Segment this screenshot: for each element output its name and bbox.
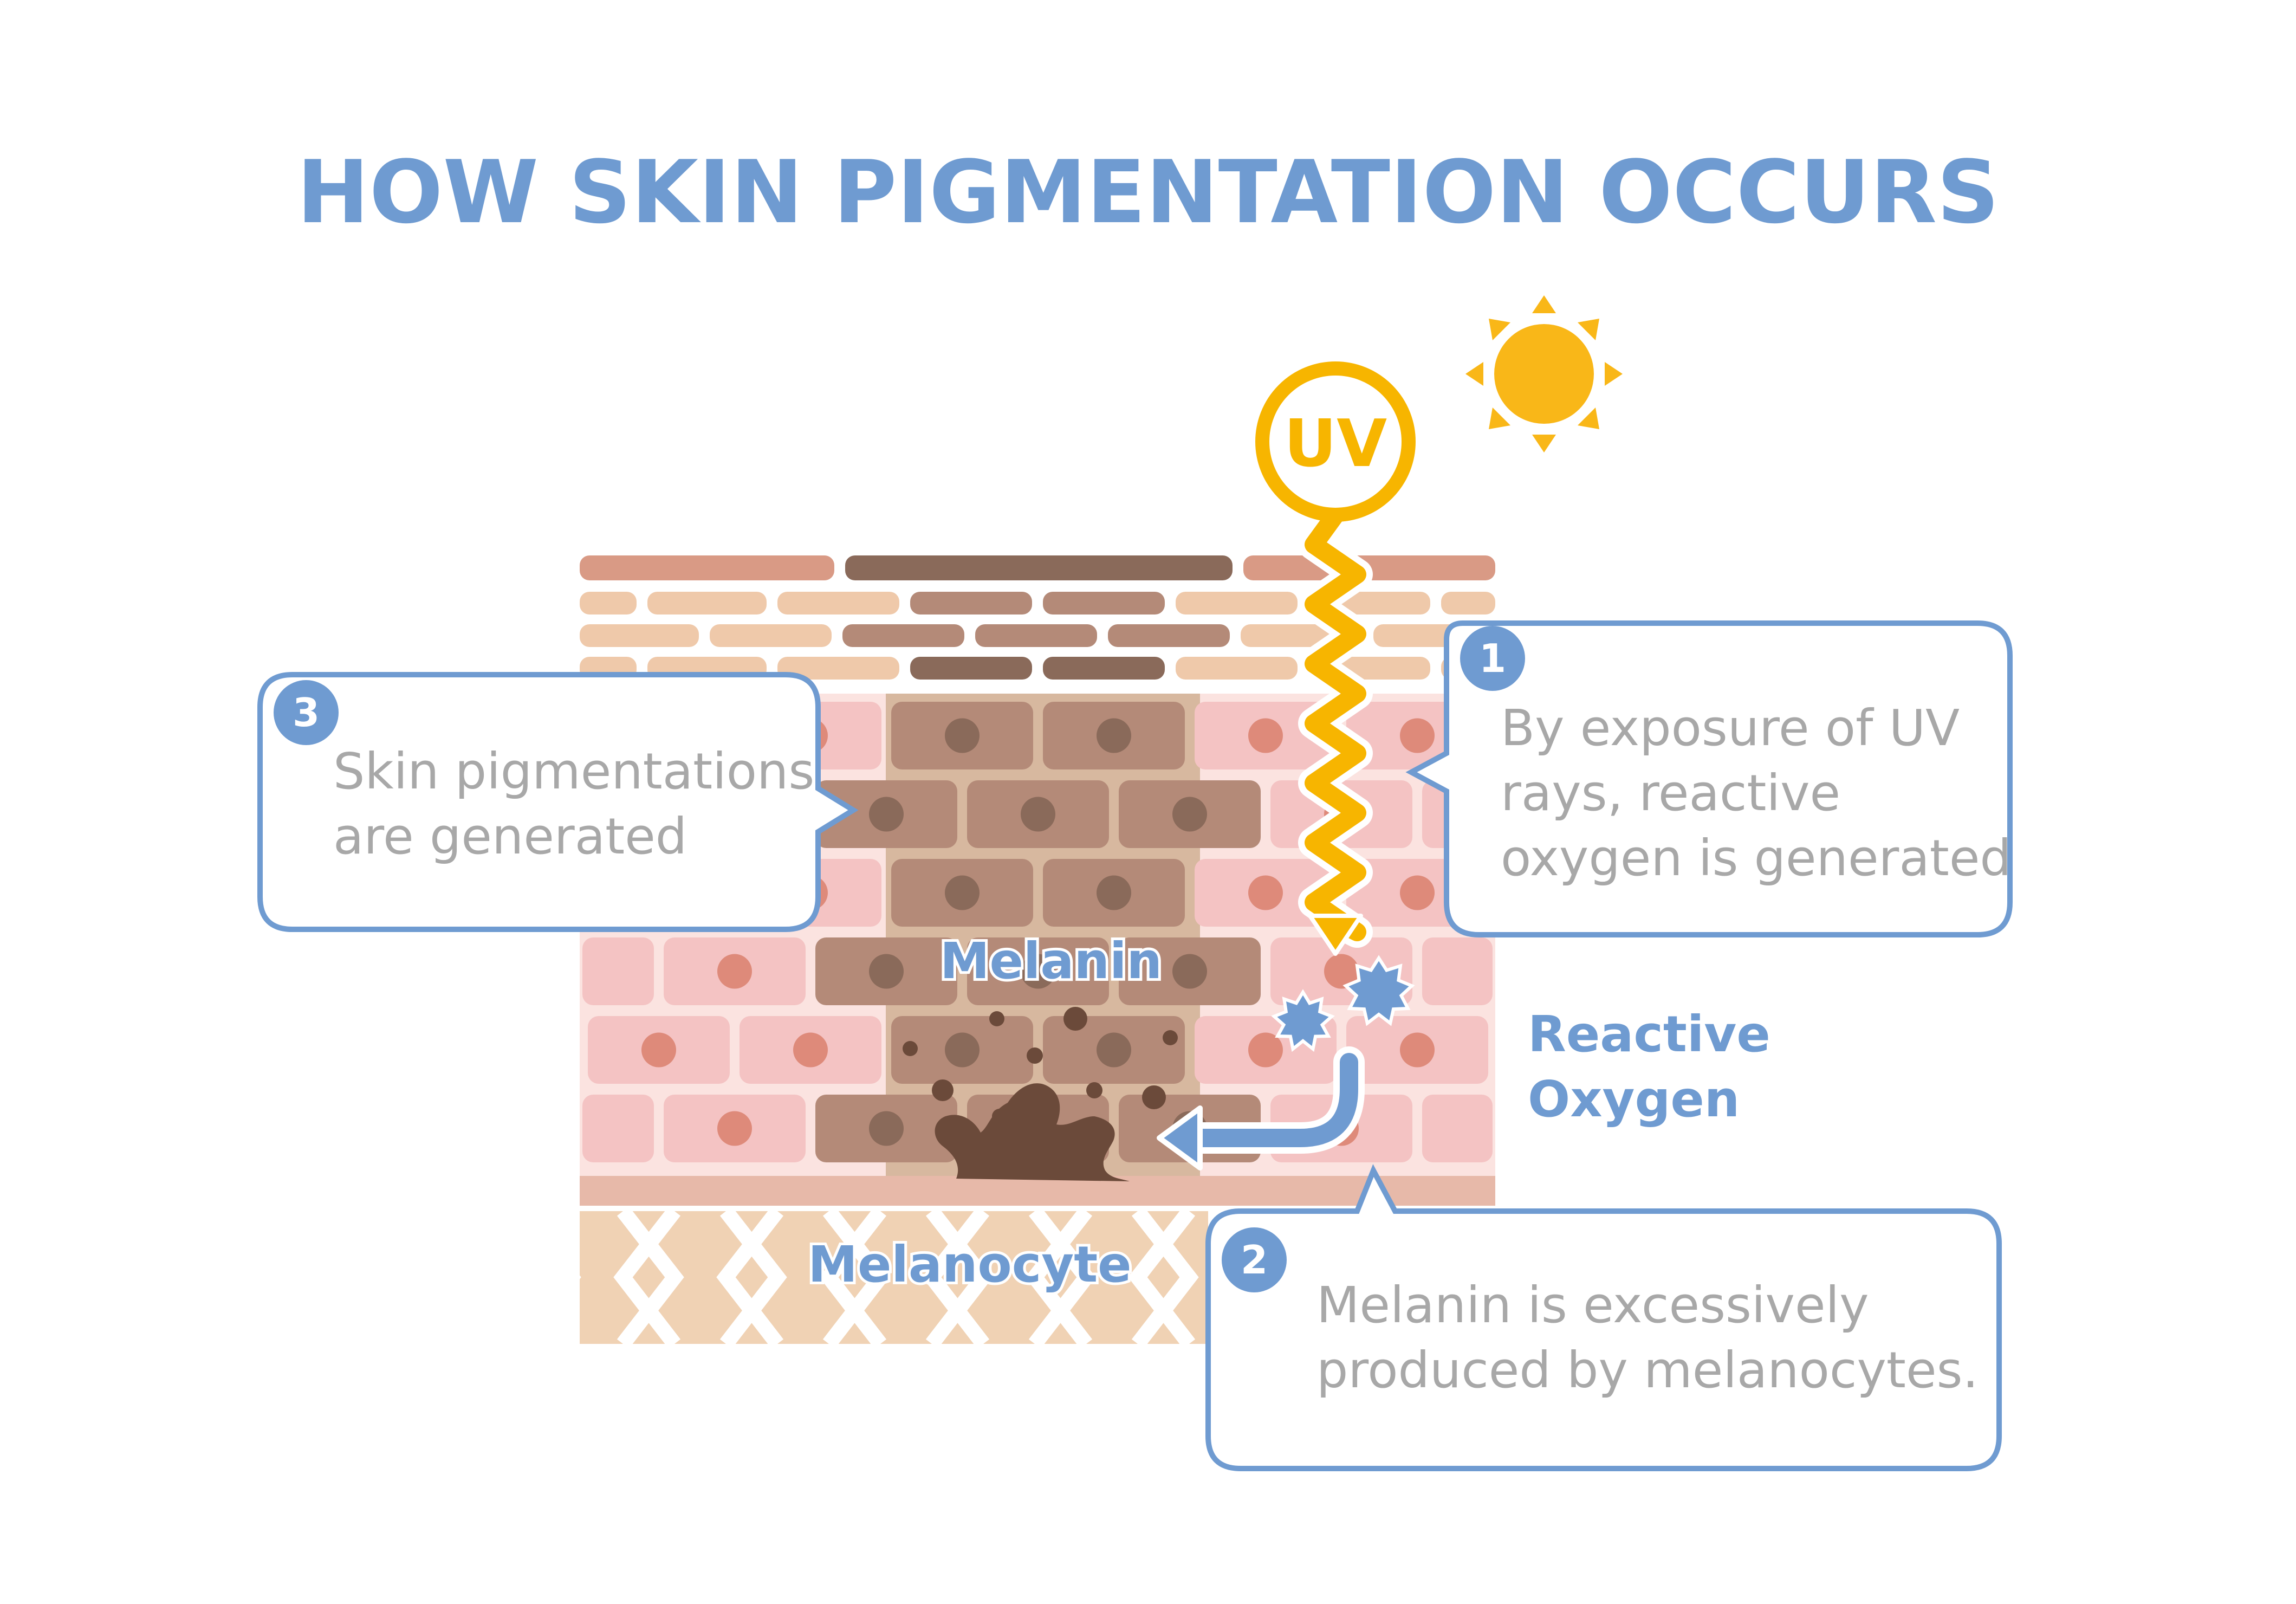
cell-nucleus [1172, 954, 1207, 989]
step-1-text-line2: rays, reactive [1501, 764, 1840, 822]
cell-nucleus [869, 797, 904, 832]
cell-nucleus [1172, 797, 1207, 832]
reactive-oxygen-label-line1: Reactive [1528, 1005, 1770, 1063]
step-1-number: 1 [1479, 636, 1506, 681]
page-title: HOW SKIN PIGMENTATION OCCURS [297, 141, 2000, 243]
step-3-number: 3 [293, 690, 320, 735]
cell-nucleus [1324, 954, 1359, 989]
lattice-line [719, 1211, 787, 1344]
step-2-text-line2: produced by melanocytes. [1316, 1341, 1979, 1399]
uv-badge: UV [1255, 361, 1416, 522]
cell-nucleus [945, 1032, 980, 1068]
step-1-text-line1: By exposure of UV [1501, 699, 1960, 757]
dermis-layer [520, 1176, 1495, 1344]
corneum-brick [580, 555, 834, 580]
cell-nucleus [1400, 1032, 1435, 1068]
cell-nucleus [1400, 718, 1435, 753]
corneum-brick [845, 555, 1233, 580]
cell-nucleus [1097, 1032, 1131, 1068]
skin-cell [1422, 1095, 1493, 1162]
cell-nucleus [1248, 1032, 1283, 1068]
skin-cell [582, 1095, 654, 1162]
skin-cell [582, 937, 654, 1005]
melanocyte-cell [935, 1083, 1130, 1181]
stratum-corneum [580, 555, 1495, 680]
cell-nucleus [1021, 954, 1055, 989]
cell-nucleus [717, 1111, 752, 1146]
lattice-line [822, 1211, 890, 1344]
cell-nucleus [1097, 718, 1131, 753]
lattice-line [1128, 1211, 1196, 1344]
corneum-brick [842, 624, 964, 647]
lattice-line [1131, 1211, 1199, 1344]
step-1-text-line3: oxygen is generated [1501, 829, 2012, 887]
cell-nucleus [641, 1032, 676, 1068]
cell-nucleus [869, 1111, 904, 1146]
corneum-brick [975, 624, 1097, 647]
cell-nucleus [1248, 718, 1283, 753]
uv-ray [1298, 499, 1373, 956]
corneum-brick [1043, 592, 1165, 615]
lattice-line [819, 1211, 887, 1344]
cell-nucleus [869, 954, 904, 989]
corneum-brick [910, 592, 1032, 615]
cell-nucleus [717, 954, 752, 989]
sun-icon [1465, 295, 1623, 452]
lattice-line [617, 1211, 684, 1344]
lattice-line [925, 1211, 993, 1344]
step-2-badge [1222, 1227, 1287, 1292]
corneum-brick [710, 624, 832, 647]
skin-cell [1422, 937, 1493, 1005]
cell-nucleus [793, 1032, 828, 1068]
step-3-text-line2: are generated [333, 807, 687, 865]
cell-nucleus [1097, 875, 1131, 910]
lattice-line [716, 1211, 784, 1344]
lattice-line [922, 1211, 990, 1344]
corneum-brick [580, 592, 637, 615]
reactive-oxygen-molecules [1271, 955, 1415, 1052]
lattice-line [1025, 1211, 1093, 1344]
corneum-brick [777, 657, 899, 680]
cell-nucleus [945, 718, 980, 753]
cell-nucleus [1248, 875, 1283, 910]
step-2-text-line1: Melanin is excessively [1316, 1276, 1869, 1334]
lattice-line [613, 1211, 681, 1344]
lattice-line [520, 1211, 572, 1344]
lattice-line [580, 1275, 581, 1279]
lattice-line [1028, 1211, 1096, 1344]
callout-step-3: 3 Skin pigmentations are generated [257, 672, 859, 932]
corneum-brick [910, 657, 1032, 680]
melanin-granules [903, 1007, 1178, 1124]
callout-step-1: 1 By exposure of UV rays, reactive oxyge… [1405, 620, 2013, 937]
reactive-oxygen-label-line2: Oxygen [1528, 1070, 1740, 1128]
corneum-brick [1176, 657, 1298, 680]
corneum-brick [1441, 592, 1495, 615]
callout-step-2: 2 Melanin is excessively produced by mel… [1205, 1164, 2002, 1471]
step-3-text-line1: Skin pigmentations [333, 742, 814, 800]
cell-nucleus [1021, 797, 1055, 832]
step-2-number: 2 [1241, 1237, 1268, 1283]
cell-nucleus [945, 875, 980, 910]
corneum-brick [1176, 592, 1298, 615]
basement-membrane [580, 1176, 1495, 1206]
step-3-badge [274, 680, 339, 745]
melanocyte-label: Melanocyte [808, 1236, 1131, 1293]
melanin-production-arrow [1157, 1046, 1365, 1170]
melanin-label: Melanin [940, 932, 1162, 990]
corneum-brick [777, 592, 899, 615]
corneum-brick [647, 592, 767, 615]
step-1-badge [1460, 626, 1525, 691]
corneum-brick [1108, 624, 1230, 647]
uv-label: UV [1284, 406, 1387, 482]
corneum-brick [580, 624, 699, 647]
cell-nucleus [1400, 875, 1435, 910]
corneum-brick [1043, 657, 1165, 680]
